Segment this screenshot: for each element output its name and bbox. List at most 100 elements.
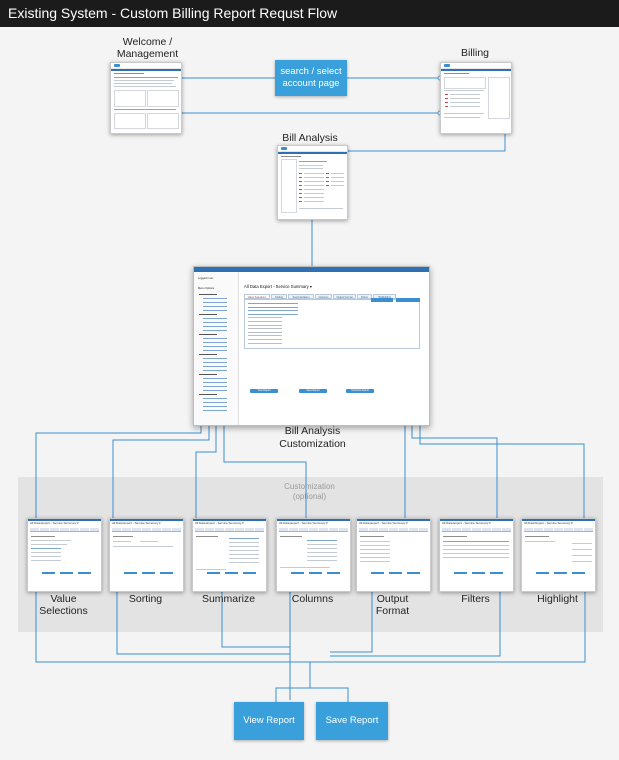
sidebar-link[interactable] <box>203 350 227 351</box>
tab-sorting[interactable]: Sorting <box>271 294 287 299</box>
sidebar-link[interactable] <box>203 366 227 367</box>
billing-label: Billing <box>460 47 489 59</box>
screen-header: All Data Export - Service Summary ▾ <box>359 521 408 525</box>
sidebar-link[interactable] <box>203 402 227 403</box>
screen-sidebar <box>194 272 239 425</box>
highlight-screen-thumbnail[interactable]: All Data Export - Service Summary ▾ <box>521 518 596 592</box>
content-line <box>443 553 509 554</box>
sidebar-link[interactable] <box>203 406 227 407</box>
sidebar-link[interactable] <box>203 398 227 399</box>
content-line <box>229 550 259 551</box>
content-line <box>572 555 592 556</box>
sidebar-link[interactable] <box>203 322 227 323</box>
thumbnail-button[interactable] <box>142 572 155 574</box>
sidebar-link[interactable] <box>203 362 227 363</box>
sidebar-link[interactable] <box>199 394 217 395</box>
sidebar-link[interactable] <box>203 342 227 343</box>
value-selection-panel <box>244 299 420 349</box>
panel-option-line <box>248 339 282 340</box>
thumbnail-button[interactable] <box>407 572 420 574</box>
content-line <box>572 543 592 544</box>
tab-value-selections[interactable]: Value Selections <box>244 294 270 299</box>
tab-summarization[interactable]: Summarization <box>288 294 314 299</box>
header-action-button[interactable] <box>396 298 420 302</box>
value-selections-screen-thumbnail[interactable]: All Data Export - Service Summary ▾ <box>27 518 102 592</box>
thumbnail-button[interactable] <box>124 572 137 574</box>
sidebar-link[interactable] <box>199 374 217 375</box>
screen-title: All Data Export - Service Summary ▾ <box>244 284 312 289</box>
sidebar-link[interactable] <box>203 298 227 299</box>
sidebar-link[interactable] <box>203 326 227 327</box>
sidebar-link[interactable] <box>199 294 217 295</box>
content-line <box>196 569 226 570</box>
summarize-screen-thumbnail[interactable]: All Data Export - Service Summary ▾ <box>192 518 267 592</box>
thumbnail-button[interactable] <box>572 572 585 574</box>
content-line <box>572 549 592 550</box>
welcome-screen-thumbnail[interactable] <box>110 62 182 134</box>
thumbnail-button[interactable] <box>327 572 340 574</box>
content-line <box>140 541 158 542</box>
thumbnail-button[interactable] <box>225 572 238 574</box>
thumbnail-button[interactable] <box>207 572 220 574</box>
sidebar-link[interactable] <box>203 386 227 387</box>
sidebar-link[interactable] <box>203 318 227 319</box>
screen-header: All Data Export - Service Summary ▾ <box>30 521 79 525</box>
filters-screen-thumbnail[interactable]: All Data Export - Service Summary ▾ <box>439 518 514 592</box>
thumbnail-button[interactable] <box>291 572 304 574</box>
sidebar-link[interactable] <box>203 338 227 339</box>
search-select-account-button[interactable]: search / select account page <box>275 60 347 96</box>
content-line <box>525 541 555 542</box>
save-report-button[interactable]: Save Report <box>299 389 327 393</box>
summarize-label: Summarize <box>201 593 256 605</box>
link-summarize-out <box>221 590 290 648</box>
thumbnail-button[interactable] <box>60 572 73 574</box>
save-report-button[interactable]: Save Report <box>316 702 388 740</box>
columns-screen-thumbnail[interactable]: All Data Export - Service Summary ▾ <box>276 518 351 592</box>
sorting-screen-thumbnail[interactable]: All Data Export - Service Summary ▾ <box>109 518 184 592</box>
bill-analysis-customization-screen[interactable]: Logged in as: Menu Options All Data Expo… <box>193 266 430 426</box>
sidebar-link[interactable] <box>203 302 227 303</box>
bill-analysis-screen-thumbnail[interactable] <box>277 145 348 220</box>
thumbnail-button[interactable] <box>78 572 91 574</box>
tab-columns[interactable]: Columns <box>315 294 332 299</box>
sidebar-link[interactable] <box>203 330 227 331</box>
tab-strip <box>30 528 99 532</box>
content-line <box>31 536 55 537</box>
sidebar-link[interactable] <box>203 370 227 371</box>
thumbnail-button[interactable] <box>536 572 549 574</box>
thumbnail-button[interactable] <box>389 572 402 574</box>
tab-filters[interactable]: Filters <box>357 294 372 299</box>
thumbnail-button[interactable] <box>554 572 567 574</box>
thumbnail-button[interactable] <box>454 572 467 574</box>
thumbnail-button[interactable] <box>309 572 322 574</box>
sidebar-link[interactable] <box>199 314 217 315</box>
sidebar-link[interactable] <box>203 310 227 311</box>
sidebar-link[interactable] <box>203 410 227 411</box>
sidebar-link[interactable] <box>203 390 227 391</box>
sidebar-link[interactable] <box>203 346 227 347</box>
view-report-button[interactable]: View Report <box>234 702 304 740</box>
screen-header: All Data Export - Service Summary ▾ <box>112 521 161 525</box>
page-title: Existing System - Custom Billing Report … <box>0 0 619 27</box>
thumbnail-button[interactable] <box>160 572 173 574</box>
sidebar-link[interactable] <box>203 358 227 359</box>
thumbnail-button[interactable] <box>243 572 256 574</box>
billing-screen-thumbnail[interactable] <box>440 62 512 134</box>
tab-output-format[interactable]: Output Format <box>333 294 356 299</box>
sidebar-link[interactable] <box>203 382 227 383</box>
content-line <box>31 560 61 561</box>
sidebar-link[interactable] <box>199 334 217 335</box>
view-report-button[interactable]: View Report <box>250 389 278 393</box>
thumbnail-button[interactable] <box>42 572 55 574</box>
sidebar-link[interactable] <box>203 306 227 307</box>
thumbnail-button[interactable] <box>490 572 503 574</box>
thumbnail-button[interactable] <box>371 572 384 574</box>
content-line <box>443 557 509 558</box>
sidebar-link[interactable] <box>203 378 227 379</box>
output-format-screen-thumbnail[interactable]: All Data Export - Service Summary ▾ <box>356 518 431 592</box>
sidebar-link[interactable] <box>199 354 217 355</box>
schedule-report-button[interactable]: Schedule Report <box>346 389 374 393</box>
header-action-button[interactable] <box>371 298 393 302</box>
thumbnail-button[interactable] <box>472 572 485 574</box>
